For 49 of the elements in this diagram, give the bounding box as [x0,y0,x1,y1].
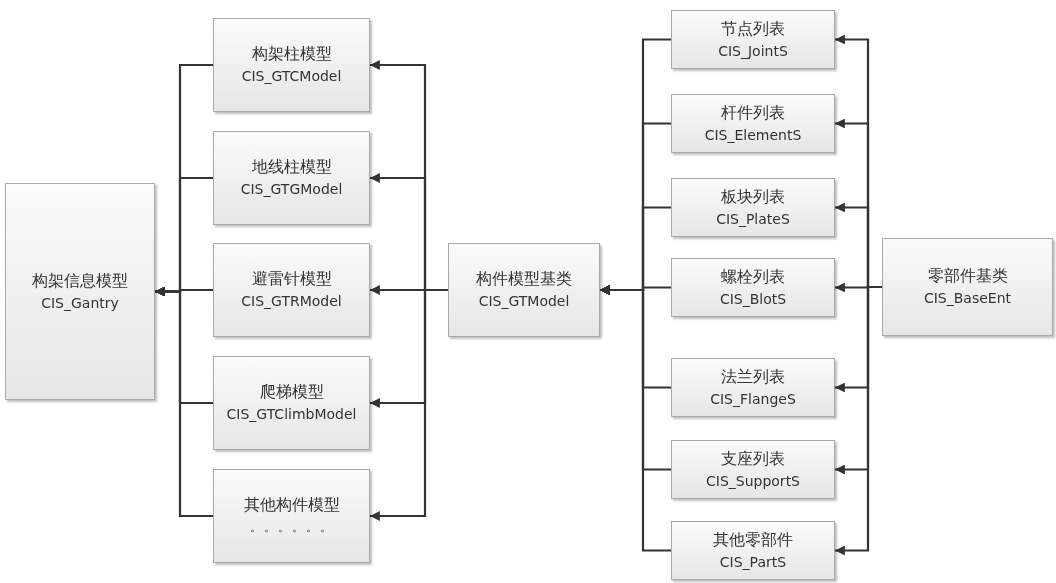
class-title: 构架柱模型 [251,43,332,65]
class-name: CIS_BlotS [719,289,787,309]
class-box [213,469,370,563]
class-title: 其他构件模型 [243,494,340,516]
class-title: 构件模型基类 [476,268,572,290]
class-box [671,178,835,237]
class-title: 法兰列表 [721,365,785,388]
class-box [448,243,600,337]
class-name: CIS_PartS [719,552,787,572]
class-name: CIS_GTModel [478,292,570,311]
class-name: CIS_GTGModel [240,180,343,199]
class-title: 零部件基类 [927,265,1008,287]
class-name: CIS_GTClimbModel [226,405,357,424]
class-title: 支座列表 [721,447,785,470]
class-box [671,440,835,499]
class-box [671,521,835,580]
class-name: 。。。。。。 [249,519,334,536]
class-box [882,238,1053,336]
class-box [671,94,835,153]
arrow [155,286,213,518]
class-name: CIS_PlateS [716,209,790,229]
arrow [600,285,671,552]
class-title: 其他零部件 [713,528,793,551]
class-name: CIS_JointS [718,41,788,61]
class-title: 节点列表 [721,17,785,40]
class-name: CIS_GTCModel [241,67,342,86]
class-title: 杆件列表 [721,101,785,124]
arrow [835,285,882,556]
class-box [213,18,370,112]
class-box [213,356,370,450]
class-title: 爬梯模型 [259,381,324,403]
arrow [370,288,448,521]
class-name: CIS_ElementS [704,125,802,145]
class-name: CIS_SupportS [706,471,800,491]
class-box [213,131,370,225]
class-box [213,243,370,337]
class-title: 板块列表 [721,185,785,208]
class-name: CIS_BaseEnt [923,289,1012,308]
class-title: 构架信息模型 [32,269,128,292]
class-box [671,258,835,317]
class-name: CIS_GTRModel [241,292,342,311]
class-box [671,10,835,69]
class-name: CIS_Gantry [41,293,119,313]
class-title: 避雷针模型 [251,268,332,290]
class-box [671,358,835,417]
class-title: 螺栓列表 [721,265,785,288]
class-box [5,183,155,400]
class-name: CIS_FlangeS [710,389,796,409]
class-title: 地线柱模型 [251,156,332,178]
